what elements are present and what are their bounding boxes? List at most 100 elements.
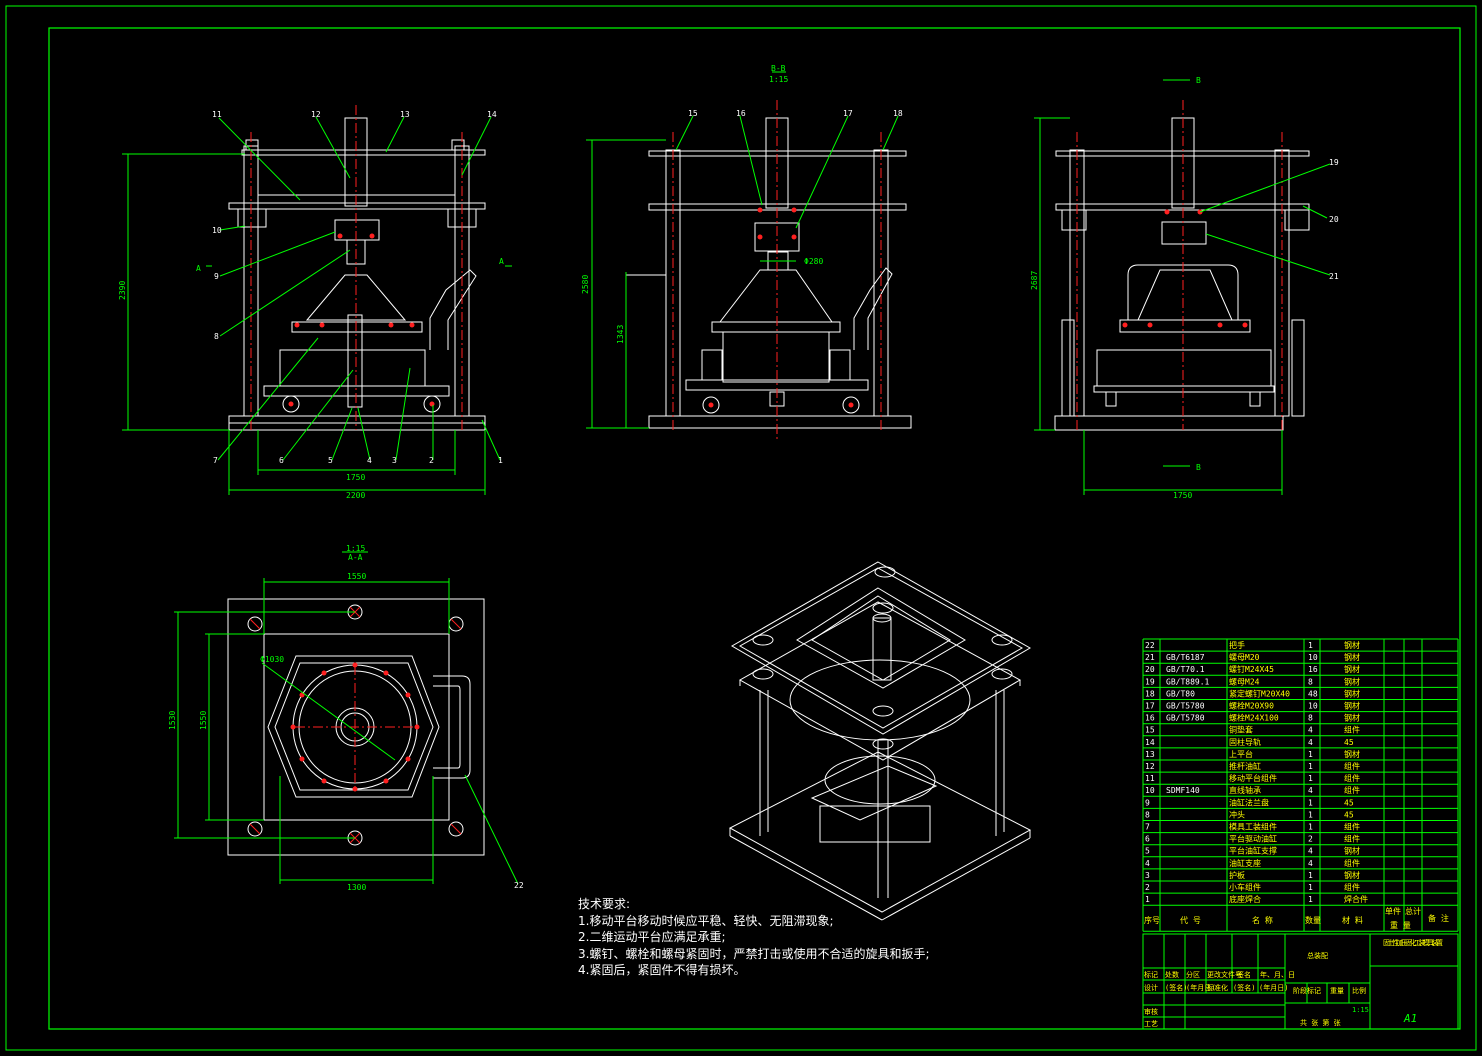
plan-dimensions	[174, 551, 519, 885]
svg-text:8: 8	[214, 332, 219, 341]
bom-cell-name: 螺母M20	[1229, 652, 1260, 662]
svg-text:B: B	[1196, 463, 1201, 472]
bom-cell-no: 10	[1145, 786, 1155, 795]
svg-text:(签名): (签名)	[1233, 983, 1255, 992]
svg-text:处数: 处数	[1165, 970, 1179, 979]
bom-cell-name: 油缸法兰盘	[1229, 797, 1269, 807]
svg-text:(年月日): (年月日)	[1259, 983, 1288, 992]
bom-header-note: 备 注	[1428, 913, 1449, 923]
bom-cell-name: 平台油缸支撑	[1229, 846, 1277, 856]
front-dim-text: 2390 1750 2200	[118, 281, 365, 500]
bom-cell-qty: 8	[1308, 677, 1313, 686]
bom-header-no: 序号	[1144, 915, 1160, 925]
bom-cell-code: GB/T80	[1166, 689, 1195, 698]
bom-cell-no: 11	[1145, 774, 1155, 783]
right-labels: 19 20 21 B B	[1196, 76, 1339, 472]
right-dimensions	[1034, 79, 1331, 495]
svg-text:比例: 比例	[1352, 986, 1366, 995]
side-dim-text: 2580 1343 Φ280	[581, 257, 823, 344]
title-block[interactable]	[1142, 933, 1459, 1030]
bom-cell-material: 钢材	[1344, 749, 1360, 759]
bom-cell-name: 铜垫套	[1229, 725, 1253, 735]
front-view[interactable]	[228, 117, 486, 431]
bom-cell-qty: 4	[1308, 859, 1313, 868]
bom-cell-code: SDMF140	[1166, 786, 1200, 795]
bom-cell-material: 组件	[1344, 858, 1360, 868]
tech-item: 1.移动平台移动时候应平稳、轻快、无阻滞现象;	[578, 913, 834, 928]
bom-cell-material: 组件	[1344, 761, 1360, 771]
bom-cell-name: 螺母M24	[1229, 676, 1260, 686]
bom-cell-material: 钢材	[1344, 846, 1360, 856]
svg-text:2687: 2687	[1030, 271, 1039, 290]
svg-text:18: 18	[893, 109, 903, 118]
bom-cell-material: 组件	[1344, 822, 1360, 832]
bom-cell-no: 14	[1145, 738, 1155, 747]
bom-cell-qty: 4	[1308, 738, 1313, 747]
bom-cell-name: 油缸支座	[1229, 858, 1261, 868]
isometric-view[interactable]	[728, 561, 1032, 921]
svg-text:2200: 2200	[346, 491, 365, 500]
bom-cell-name: 推杆油缸	[1229, 761, 1261, 771]
svg-text:更改文件号: 更改文件号	[1207, 970, 1242, 979]
bom-cell-name: 模具工装组件	[1229, 822, 1277, 832]
bom-header-qty: 数量	[1305, 915, 1321, 925]
technical-requirements: 技术要求: 1.移动平台移动时候应平稳、轻快、无阻滞现象; 2.二维运动平台应满…	[578, 896, 930, 979]
svg-text:16: 16	[736, 109, 746, 118]
bom-cell-no: 12	[1145, 762, 1155, 771]
svg-text:20: 20	[1329, 215, 1339, 224]
bom-cell-material: 45	[1344, 810, 1354, 819]
bom-cell-material: 组件	[1344, 785, 1360, 795]
inner-frame	[48, 27, 1461, 1030]
bom-header-material: 材 料	[1342, 915, 1363, 925]
bom-cell-name: 上平台	[1229, 749, 1253, 759]
plan-dim-text: A-A 1:15 1550 1530 1550 1300 Φ1030 22	[168, 544, 524, 892]
bom-cell-no: 5	[1145, 847, 1150, 856]
bom-cell-qty: 10	[1308, 653, 1318, 662]
bom-cell-qty: 1	[1308, 798, 1313, 807]
svg-text:B: B	[1196, 76, 1201, 85]
side-view[interactable]	[625, 117, 912, 429]
bom-cell-no: 15	[1145, 726, 1155, 735]
bom-cell-material: 钢材	[1344, 713, 1360, 723]
bom-cell-material: 45	[1344, 738, 1354, 747]
bom-cell-material: 钢材	[1344, 676, 1360, 686]
bom-cell-name: 螺栓M20X90	[1229, 701, 1274, 711]
svg-text:(签名): (签名)	[1165, 983, 1187, 992]
svg-text:分区: 分区	[1186, 970, 1200, 979]
bom-cell-no: 19	[1145, 677, 1155, 686]
bom-cell-no: 13	[1145, 750, 1155, 759]
bom-cell-material: 钢材	[1344, 652, 1360, 662]
bom-cell-no: 9	[1145, 798, 1150, 807]
bom-cell-no: 1	[1145, 895, 1150, 904]
svg-text:审核: 审核	[1144, 1007, 1158, 1016]
tech-item: 2.二维运动平台应满足承重;	[578, 930, 726, 944]
svg-text:1343: 1343	[616, 325, 625, 344]
svg-text:1:15: 1:15	[769, 75, 788, 84]
bom-cell-material: 钢材	[1344, 640, 1360, 650]
svg-text:1750: 1750	[346, 473, 365, 482]
svg-text:标记: 标记	[1144, 970, 1158, 979]
tech-item: 4.紧固后，紧固件不得有损坏。	[578, 963, 746, 977]
svg-text:1:15: 1:15	[1352, 1006, 1369, 1014]
right-view[interactable]	[1054, 117, 1310, 431]
bom-cell-material: 45	[1344, 798, 1354, 807]
svg-text:5: 5	[328, 456, 333, 465]
bom-cell-no: 2	[1145, 883, 1150, 892]
svg-text:11: 11	[212, 110, 222, 119]
bom-cell-no: 16	[1145, 714, 1155, 723]
bom-cell-name: 平台驱动油缸	[1229, 834, 1277, 844]
bom-cell-code: GB/T5780	[1166, 714, 1205, 723]
bom-cell-qty: 4	[1308, 847, 1313, 856]
svg-text:签名: 签名	[1237, 970, 1251, 979]
bom-cell-qty: 4	[1308, 726, 1313, 735]
svg-text:B-B: B-B	[771, 64, 786, 73]
bom-cell-material: 组件	[1344, 773, 1360, 783]
svg-text:9: 9	[214, 272, 219, 281]
bom-cell-name: 直线轴承	[1229, 785, 1261, 795]
svg-text:2: 2	[429, 456, 434, 465]
svg-text:3: 3	[392, 456, 397, 465]
svg-text:工艺: 工艺	[1144, 1020, 1158, 1028]
svg-text:总装配: 总装配	[1307, 951, 1328, 960]
